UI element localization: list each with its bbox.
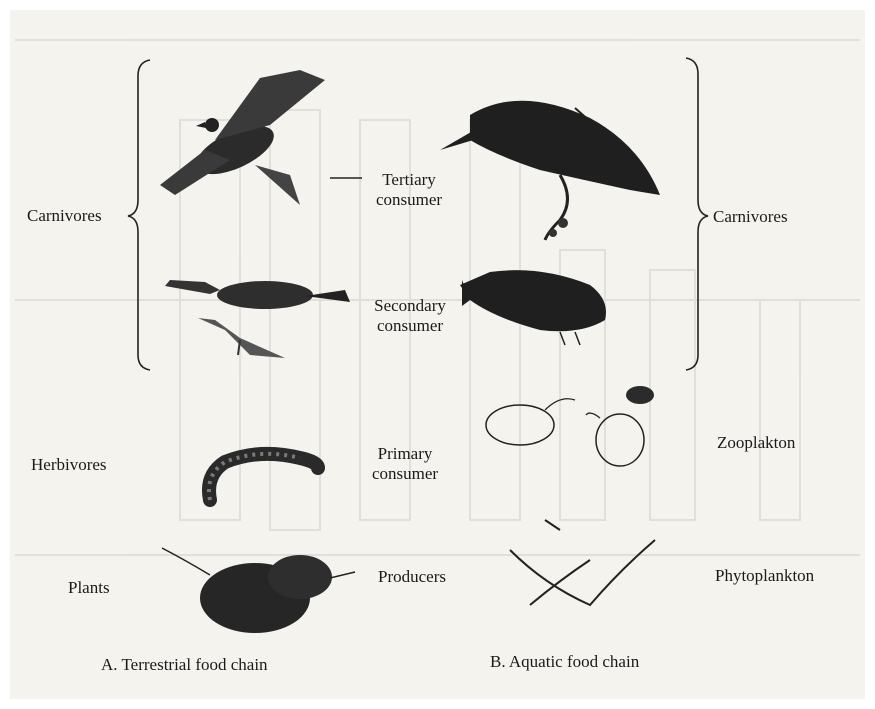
label-tertiary-line2: consumer [364,190,454,210]
label-tertiary-line1: Tertiary [364,170,454,190]
label-primary-line1: Primary [360,444,450,464]
label-tertiary-consumer: Tertiary consumer [364,170,454,210]
label-plants: Plants [68,578,110,598]
label-secondary-consumer: Secondary consumer [360,296,460,336]
label-herbivores: Herbivores [31,455,107,475]
caption-terrestrial: A. Terrestrial food chain [101,655,268,675]
fish-illustration [460,270,606,345]
hawk-illustration [160,70,362,205]
label-producers: Producers [378,567,446,587]
label-zooplankton: Zooplakton [717,433,795,453]
left-bracket [128,60,150,370]
label-secondary-line2: consumer [360,316,460,336]
caption-aquatic: B. Aquatic food chain [490,652,639,672]
label-carnivores-right: Carnivores [713,207,788,227]
caterpillar-illustration [209,454,318,500]
right-bracket [686,58,708,370]
zooplankton-illustration [486,386,654,466]
label-primary-line2: consumer [360,464,450,484]
label-secondary-line1: Secondary [360,296,460,316]
label-phytoplankton: Phytoplankton [715,566,814,586]
phytoplankton-illustration [510,520,655,605]
label-carnivores-left: Carnivores [27,206,102,226]
songbird-illustration [165,280,350,358]
label-primary-consumer: Primary consumer [360,444,450,484]
leaves-illustration [162,548,355,633]
kingfisher-illustration [440,101,660,240]
